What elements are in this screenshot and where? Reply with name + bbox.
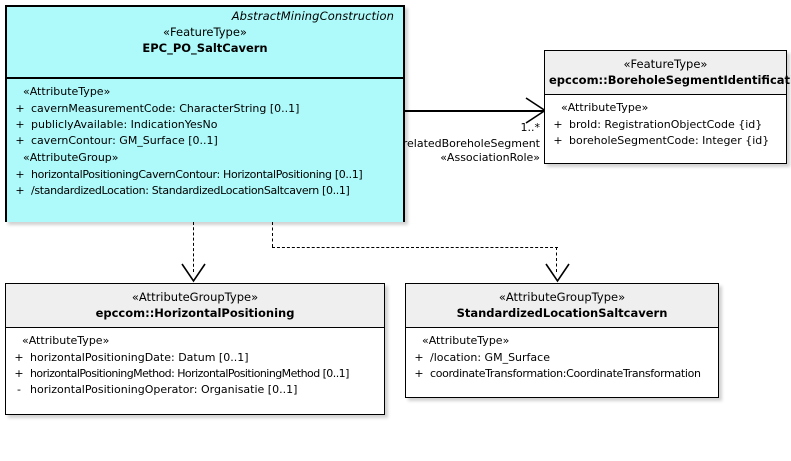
dependency-arrowhead-standardized-location-icon	[545, 263, 570, 283]
class-stereotype: «AttributeGroupType»	[131, 290, 259, 304]
attribute-text: coordinateTransformation:CoordinateTrans…	[430, 367, 701, 380]
class-box-borehole-segment-identification[interactable]: «FeatureType» epccom::BoreholeSegmentIde…	[544, 50, 791, 164]
class-box-horizontal-positioning[interactable]: «AttributeGroupType» epccom::HorizontalP…	[5, 283, 385, 415]
attribute-row[interactable]: + coordinateTransformation:CoordinateTra…	[408, 366, 716, 382]
attribute-text: horizontalPositioningMethod: HorizontalP…	[30, 367, 349, 380]
attribute-group-label: «AttributeGroup»	[23, 151, 119, 164]
attribute-visibility: +	[414, 367, 424, 380]
class-stereotype: «FeatureType»	[163, 25, 247, 39]
attribute-group-label: «AttributeType»	[22, 334, 110, 347]
attribute-row[interactable]: + cavernMeasurementCode: CharacterString…	[9, 101, 401, 117]
class-title: StandardizedLocationSaltcavern	[456, 306, 668, 320]
attribute-text: horizontalPositioningCavernContour: Hori…	[31, 168, 363, 181]
class-stereotype: «FeatureType»	[623, 57, 708, 71]
attribute-row[interactable]: + boreholeSegmentCode: Integer {id}	[547, 133, 784, 149]
attribute-text: /location: GM_Surface	[430, 351, 550, 364]
attribute-text: cavernMeasurementCode: CharacterString […	[31, 102, 300, 115]
attribute-row[interactable]: + broId: RegistrationObjectCode {id}	[547, 117, 784, 133]
class-package-name: AbstractMiningConstruction	[231, 9, 394, 23]
attribute-row[interactable]: + /location: GM_Surface	[408, 350, 716, 366]
association-stereotype-label: «AssociationRole»	[440, 151, 540, 164]
attribute-text: horizontalPositioningDate: Datum [0..1]	[30, 351, 249, 364]
attribute-row[interactable]: - horizontalPositioningOperator: Organis…	[8, 382, 382, 398]
attribute-text: horizontalPositioningOperator: Organisat…	[30, 383, 298, 396]
class-header-epc-po-saltcavern: AbstractMiningConstruction «FeatureType»…	[7, 7, 403, 79]
attribute-group-label: «AttributeType»	[23, 85, 111, 98]
class-stereotype: «AttributeGroupType»	[498, 290, 626, 304]
class-header-borehole-segment-identification: «FeatureType» epccom::BoreholeSegmentIde…	[545, 51, 791, 95]
class-body-horizontal-positioning: «AttributeType» + horizontalPositioningD…	[6, 328, 384, 414]
dependency-arrowhead-horizontal-positioning-icon	[181, 263, 206, 283]
attribute-text: broId: RegistrationObjectCode {id}	[569, 118, 763, 131]
dependency-line-standardized-location-vertical-b[interactable]	[556, 247, 557, 272]
attribute-visibility: +	[553, 134, 563, 147]
attribute-row[interactable]: + /standardizedLocation: StandardizedLoc…	[9, 183, 401, 199]
attribute-text: /standardizedLocation: StandardizedLocat…	[31, 184, 350, 197]
attribute-text: cavernContour: GM_Surface [0..1]	[31, 134, 218, 147]
attribute-visibility: +	[14, 367, 24, 380]
attribute-row[interactable]: + horizontalPositioningCavernContour: Ho…	[9, 167, 401, 183]
attribute-group-label: «AttributeType»	[561, 101, 649, 114]
dependency-line-standardized-location-horizontal[interactable]	[272, 247, 558, 248]
attribute-visibility: -	[17, 383, 21, 396]
association-line-related-borehole-segment[interactable]	[405, 110, 545, 112]
class-title: epccom::BoreholeSegmentIdentification	[549, 73, 791, 87]
attribute-row[interactable]: + horizontalPositioningMethod: Horizonta…	[8, 366, 382, 382]
attribute-group-label: «AttributeType»	[422, 334, 510, 347]
class-body-standardized-location-saltcavern: «AttributeType» + /location: GM_Surface …	[406, 328, 718, 397]
class-header-standardized-location-saltcavern: «AttributeGroupType» StandardizedLocatio…	[406, 284, 718, 328]
attribute-visibility: +	[15, 168, 25, 181]
class-title: epccom::HorizontalPositioning	[95, 306, 295, 320]
attribute-visibility: +	[14, 351, 24, 364]
attribute-row[interactable]: + horizontalPositioningDate: Datum [0..1…	[8, 350, 382, 366]
attribute-text: boreholeSegmentCode: Integer {id}	[569, 134, 770, 147]
class-body-borehole-segment-identification: «AttributeType» + broId: RegistrationObj…	[545, 95, 786, 163]
association-multiplicity: 1..*	[520, 121, 541, 134]
attribute-text: publiclyAvailable: IndicationYesNo	[31, 118, 218, 131]
attribute-row[interactable]: + cavernContour: GM_Surface [0..1]	[9, 133, 401, 149]
attribute-visibility: +	[15, 134, 25, 147]
attribute-visibility: +	[553, 118, 563, 131]
attribute-visibility: +	[15, 102, 25, 115]
class-body-epc-po-saltcavern: «AttributeType» + cavernMeasurementCode:…	[7, 79, 403, 222]
attribute-visibility: +	[414, 351, 424, 364]
association-role-label: +relatedBoreholeSegment	[393, 137, 540, 150]
attribute-row[interactable]: + publiclyAvailable: IndicationYesNo	[9, 117, 401, 133]
dependency-line-standardized-location-vertical-a[interactable]	[272, 222, 273, 247]
attribute-visibility: +	[15, 118, 25, 131]
attribute-visibility: +	[15, 184, 25, 197]
class-box-standardized-location-saltcavern[interactable]: «AttributeGroupType» StandardizedLocatio…	[405, 283, 719, 398]
class-header-horizontal-positioning: «AttributeGroupType» epccom::HorizontalP…	[6, 284, 384, 328]
dependency-line-horizontal-positioning[interactable]	[193, 222, 194, 272]
class-title: EPC_PO_SaltCavern	[142, 41, 268, 55]
class-box-epc-po-saltcavern[interactable]: AbstractMiningConstruction «FeatureType»…	[5, 5, 405, 222]
